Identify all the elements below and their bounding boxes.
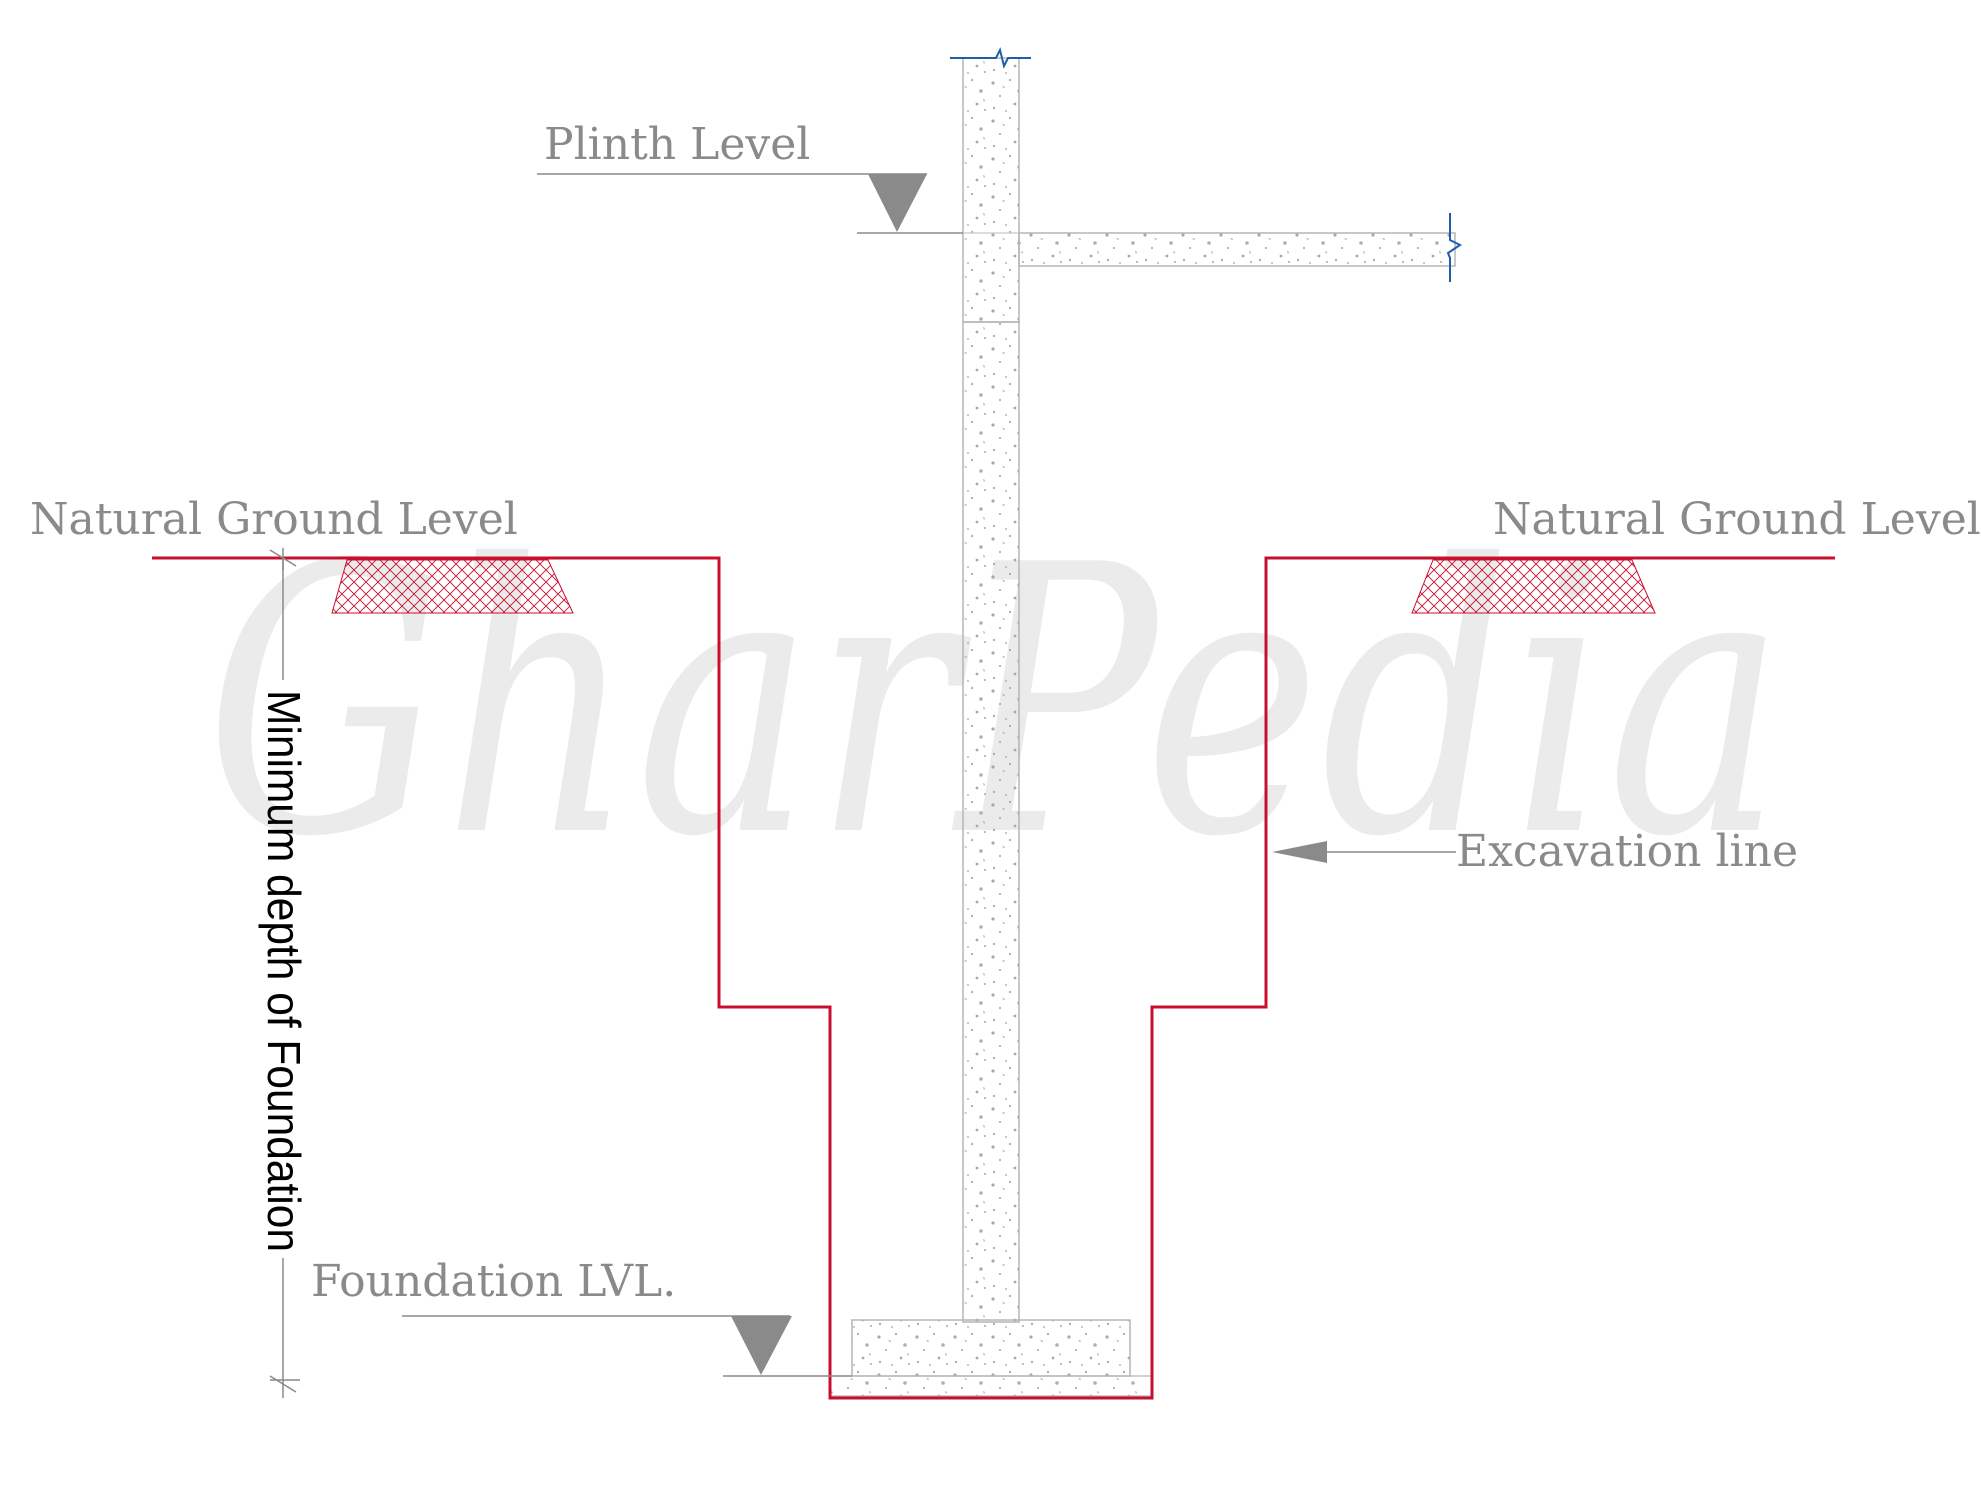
footing — [851, 1319, 1131, 1377]
ngl-right-label: Natural Ground Level — [1493, 494, 1981, 545]
depth-dimension-tick-bottom — [269, 1375, 300, 1393]
top-break-symbol — [950, 47, 1031, 69]
ground-hatch-right — [1411, 559, 1656, 614]
pcc-bed — [829, 1375, 1153, 1397]
foundation-level-label: Foundation LVL. — [311, 1256, 676, 1307]
excavation-outline — [152, 556, 1835, 1400]
min-depth-label: Minimum depth of Foundation — [258, 690, 310, 1252]
plinth-slab — [1018, 232, 1456, 267]
excavation-arrowhead — [1272, 841, 1327, 863]
plinth-level-label: Plinth Level — [544, 119, 810, 170]
depth-dimension-tick-top — [269, 548, 297, 570]
wall-column — [962, 321, 1020, 1323]
plinth-level-triangle — [868, 174, 927, 232]
ngl-left-label: Natural Ground Level — [30, 494, 518, 545]
right-break-symbol — [1446, 213, 1462, 282]
foundation-level-triangle — [731, 1316, 792, 1375]
wall-stem — [962, 57, 1020, 323]
excavation-line-label: Excavation line — [1456, 826, 1798, 877]
ground-hatch-left — [331, 559, 574, 614]
